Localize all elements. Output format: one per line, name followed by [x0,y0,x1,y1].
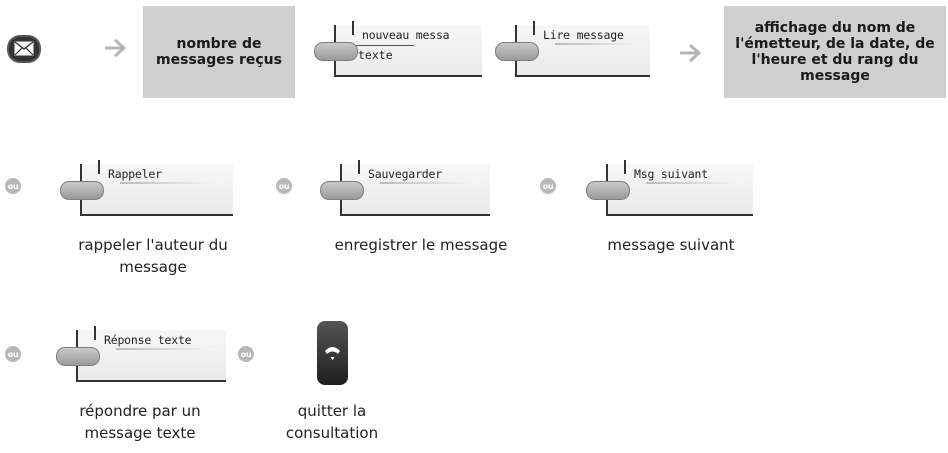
or-badge: ou [5,178,21,194]
softkey-button[interactable] [56,347,100,366]
caption-line: message texte [84,424,196,442]
softkey-button[interactable] [314,42,358,61]
arrow-right-icon [105,38,127,58]
box-line: messages reçus [156,52,282,68]
softkey-label: Réponse texte [104,333,192,347]
caption-line: quitter la [297,402,367,420]
hang-up-button[interactable] [317,321,348,385]
softkey-button[interactable] [320,181,364,200]
caption-rappeler: rappeler l'auteur du message [53,234,253,278]
or-badge: ou [238,346,254,362]
softkey-button[interactable] [495,42,539,61]
envelope-icon[interactable] [6,34,42,64]
caption-quit: quitter la consultation [267,400,397,444]
caption-reponse-texte: répondre par un message texte [50,400,230,444]
box-line: l'émetteur, de la date, de [735,36,935,52]
softkey-label: Msg suivant [634,167,708,181]
softkey-sauvegarder[interactable]: Sauvegarder [320,160,490,216]
caption-line: message suivant [607,236,735,254]
handset-hangup-icon [325,347,340,360]
arrow-right-icon [680,43,702,63]
caption-line: enregistrer le message [334,236,508,254]
softkey-label: Lire message [543,28,624,42]
caption-line: rappeler l'auteur du [78,236,228,254]
or-badge: ou [540,178,556,194]
softkey-msg-suivant[interactable]: Msg suivant [586,160,753,216]
caption-line: message [119,258,187,276]
box-line: nombre de [176,36,262,52]
softkey-read-message[interactable]: Lire message [495,21,650,77]
box-line: message [800,68,870,84]
softkey-label: Rappeler [108,167,162,181]
softkey-label-line2: texte [358,48,393,62]
or-badge: ou [5,346,21,362]
softkey-label: Sauvegarder [368,167,442,181]
softkey-button[interactable] [586,181,630,200]
caption-sauvegarder: enregistrer le message [306,234,536,256]
sender-info-box: affichage du nom de l'émetteur, de la da… [724,6,946,98]
caption-line: consultation [285,424,379,442]
softkey-rappeler[interactable]: Rappeler [60,160,233,216]
softkey-reponse-texte[interactable]: Réponse texte [56,326,226,382]
or-badge: ou [276,178,292,194]
box-line: affichage du nom de [754,20,916,36]
caption-line: répondre par un [79,402,201,420]
softkey-button[interactable] [60,181,104,200]
caption-msg-suivant: message suivant [576,234,766,256]
box-line: l'heure et du rang du [751,52,919,68]
received-count-box: nombre de messages reçus [143,6,295,98]
softkey-label: nouveau messa [362,28,450,42]
softkey-new-message[interactable]: nouveau messa texte [314,21,482,77]
